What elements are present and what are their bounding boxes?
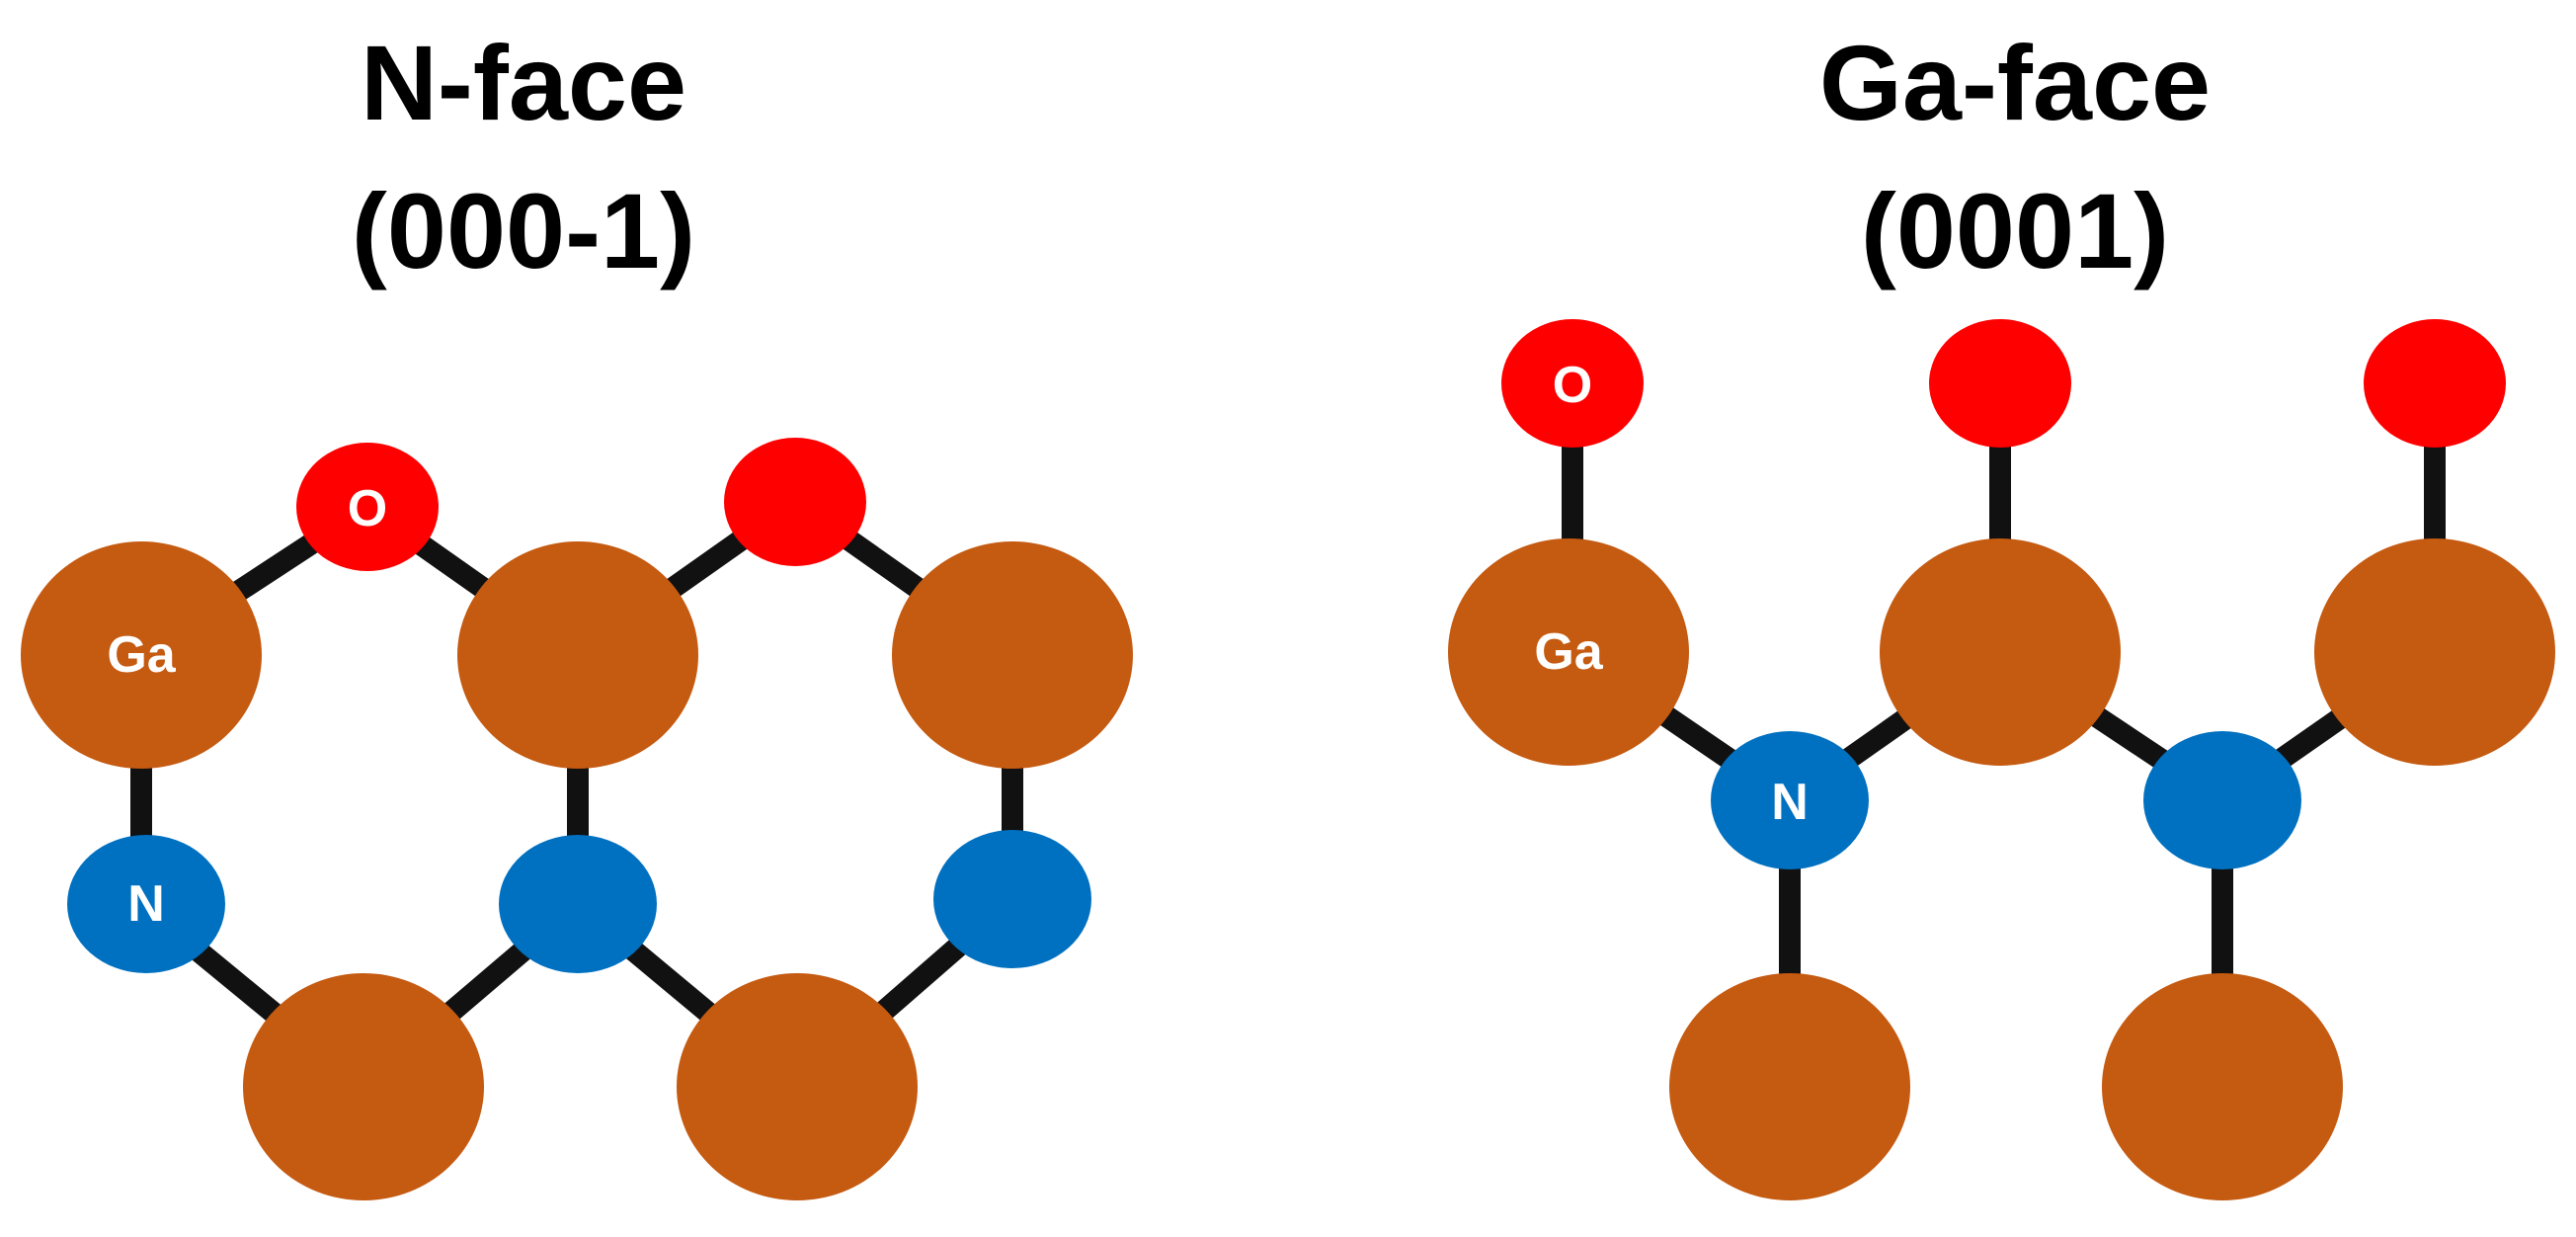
ga-atom xyxy=(2102,973,2343,1200)
ga-face-title-line2: (0001) xyxy=(1860,171,2170,290)
ga-atom-label: Ga xyxy=(1534,623,1603,681)
n-atom-label: N xyxy=(127,875,165,933)
n-atom xyxy=(933,830,1091,968)
ga-atom xyxy=(457,541,698,769)
ga-atom xyxy=(677,973,918,1200)
ga-face-atoms: Ga N O xyxy=(1448,319,2555,1200)
ga-atom xyxy=(2314,538,2555,766)
n-atom xyxy=(67,835,225,973)
o-atom xyxy=(724,438,866,566)
ga-atom xyxy=(1448,538,1689,766)
ga-atom xyxy=(892,541,1133,769)
o-atom-label: O xyxy=(1553,357,1592,414)
ga-atom xyxy=(1880,538,2121,766)
n-atom xyxy=(499,835,657,973)
n-face-title-line1: N-face xyxy=(360,23,687,142)
n-face-title-line2: (000-1) xyxy=(351,171,696,290)
o-atom-label: O xyxy=(348,480,387,537)
o-atom xyxy=(1929,319,2071,448)
o-atom xyxy=(296,443,439,571)
ga-atom-label: Ga xyxy=(107,626,176,684)
o-atom xyxy=(2364,319,2506,448)
ga-face-title-line1: Ga-face xyxy=(1818,23,2212,142)
n-atom xyxy=(1711,731,1869,869)
ga-atom xyxy=(21,541,262,769)
o-atom xyxy=(1501,319,1644,448)
ga-atom xyxy=(243,973,484,1200)
ga-atom xyxy=(1669,973,1910,1200)
n-face-atoms: Ga N O xyxy=(21,438,1133,1200)
n-atom xyxy=(2143,731,2301,869)
n-atom-label: N xyxy=(1771,774,1809,831)
